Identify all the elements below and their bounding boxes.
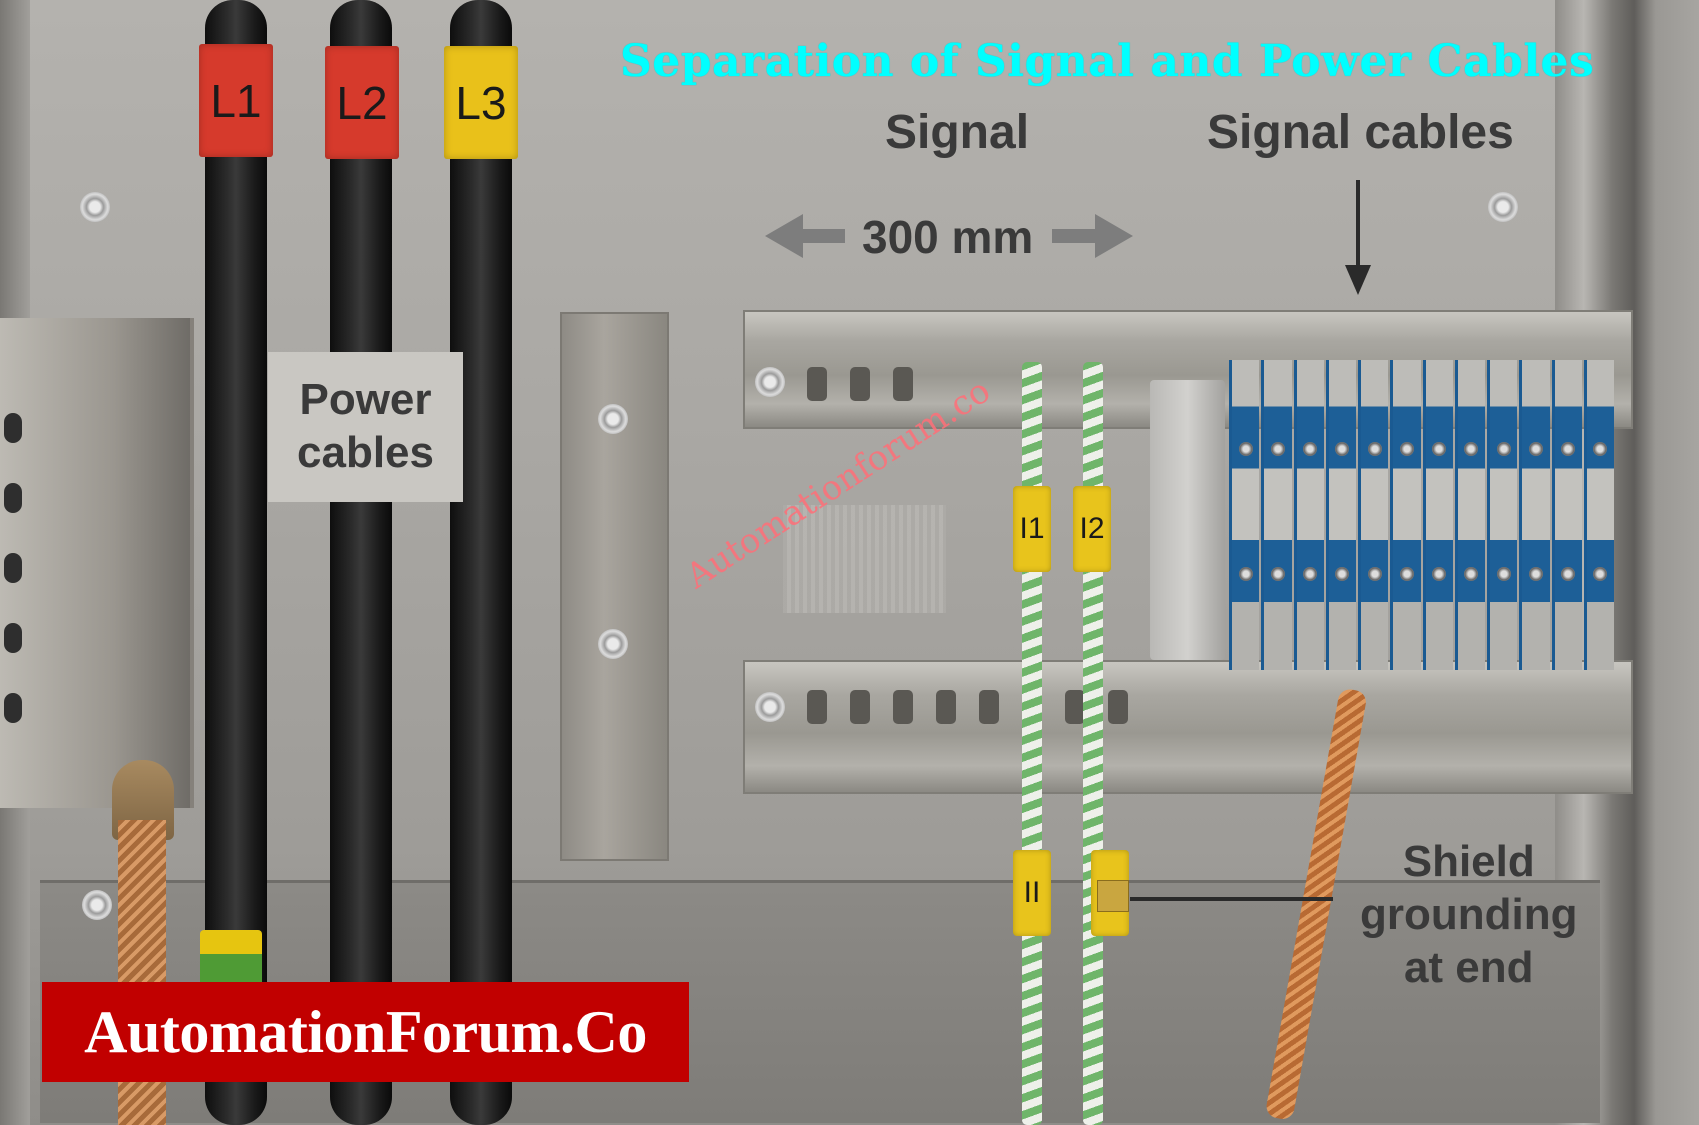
tray-slot bbox=[4, 623, 22, 653]
shield-grounding-label: Shield grounding at end bbox=[1360, 836, 1578, 994]
panel-bolt bbox=[82, 890, 112, 920]
shield-label-line1: Shield bbox=[1402, 837, 1535, 886]
panel-bolt bbox=[80, 192, 110, 222]
power-cables-label-line1: Power bbox=[299, 375, 432, 425]
din-rail-bottom bbox=[743, 660, 1633, 794]
terminal bbox=[1454, 360, 1485, 670]
brand-logo: AutomationForum.Co bbox=[42, 982, 689, 1082]
terminal bbox=[1293, 360, 1324, 670]
power-cables-label-line2: cables bbox=[297, 428, 434, 477]
power-cable-tray bbox=[0, 318, 194, 808]
terminal bbox=[1358, 360, 1389, 670]
wire-tag-i2: I2 bbox=[1073, 486, 1111, 572]
rail-slot bbox=[979, 690, 999, 724]
separation-dimension: 300 mm bbox=[862, 211, 1034, 263]
rail-slot bbox=[936, 690, 956, 724]
rail-slot bbox=[807, 367, 827, 401]
wire-tag-i1: I1 bbox=[1013, 486, 1051, 572]
rail-slot bbox=[893, 690, 913, 724]
watermark-patch bbox=[783, 505, 946, 613]
arrow-down-icon bbox=[1345, 265, 1371, 295]
rail-slot bbox=[807, 690, 827, 724]
tray-slot bbox=[4, 413, 22, 443]
shield-leader-line bbox=[1130, 897, 1333, 901]
shield-label-line3: at end bbox=[1403, 942, 1534, 992]
terminal bbox=[1487, 360, 1518, 670]
terminal-block-strip bbox=[1228, 360, 1615, 670]
panel-bolt bbox=[1488, 192, 1518, 222]
terminal bbox=[1390, 360, 1421, 670]
power-cable-l2 bbox=[330, 0, 392, 1125]
terminal bbox=[1519, 360, 1550, 670]
tray-slot bbox=[4, 553, 22, 583]
arrow-down-shaft bbox=[1356, 180, 1360, 270]
rail-slot bbox=[893, 367, 913, 401]
rail-slot bbox=[850, 690, 870, 724]
rail-bolt bbox=[755, 367, 785, 397]
arrow-left-icon bbox=[765, 214, 803, 258]
terminal bbox=[1325, 360, 1356, 670]
phase-tag-l1: L1 bbox=[199, 44, 273, 157]
bracket-bolt bbox=[598, 629, 628, 659]
terminal-end-plate bbox=[1150, 380, 1225, 660]
rail-slot bbox=[850, 367, 870, 401]
pe-earth-band bbox=[200, 930, 262, 990]
rail-bolt bbox=[755, 692, 785, 722]
terminal bbox=[1422, 360, 1453, 670]
phase-tag-l2: L2 bbox=[325, 46, 399, 159]
rail-slot bbox=[1108, 690, 1128, 724]
wire-tag-ii: II bbox=[1013, 850, 1051, 936]
shield-label-line2: grounding bbox=[1360, 889, 1578, 939]
bracket-bolt bbox=[598, 404, 628, 434]
rail-slot bbox=[1065, 690, 1085, 724]
brand-logo-text: AutomationForum.Co bbox=[84, 998, 647, 1065]
tray-slot bbox=[4, 693, 22, 723]
arrow-right-shaft bbox=[1052, 229, 1097, 243]
power-cables-label: Power cables bbox=[268, 352, 463, 502]
power-cable-l3 bbox=[450, 0, 512, 1125]
arrow-left-shaft bbox=[800, 229, 845, 243]
shield-clamp bbox=[1097, 880, 1129, 912]
signal-label: Signal bbox=[885, 106, 1030, 159]
mounting-bracket bbox=[560, 312, 669, 861]
terminal bbox=[1583, 360, 1614, 670]
signal-cables-label: Signal cables bbox=[1207, 106, 1514, 159]
arrow-right-icon bbox=[1095, 214, 1133, 258]
terminal bbox=[1229, 360, 1260, 670]
signal-wire-pair-2 bbox=[1083, 362, 1103, 1125]
phase-tag-l3: L3 bbox=[444, 46, 518, 159]
terminal bbox=[1551, 360, 1582, 670]
terminal bbox=[1261, 360, 1292, 670]
signal-wire-pair-1 bbox=[1022, 362, 1042, 1125]
tray-slot bbox=[4, 483, 22, 513]
diagram-title: Separation of Signal and Power Cables bbox=[620, 36, 1595, 87]
